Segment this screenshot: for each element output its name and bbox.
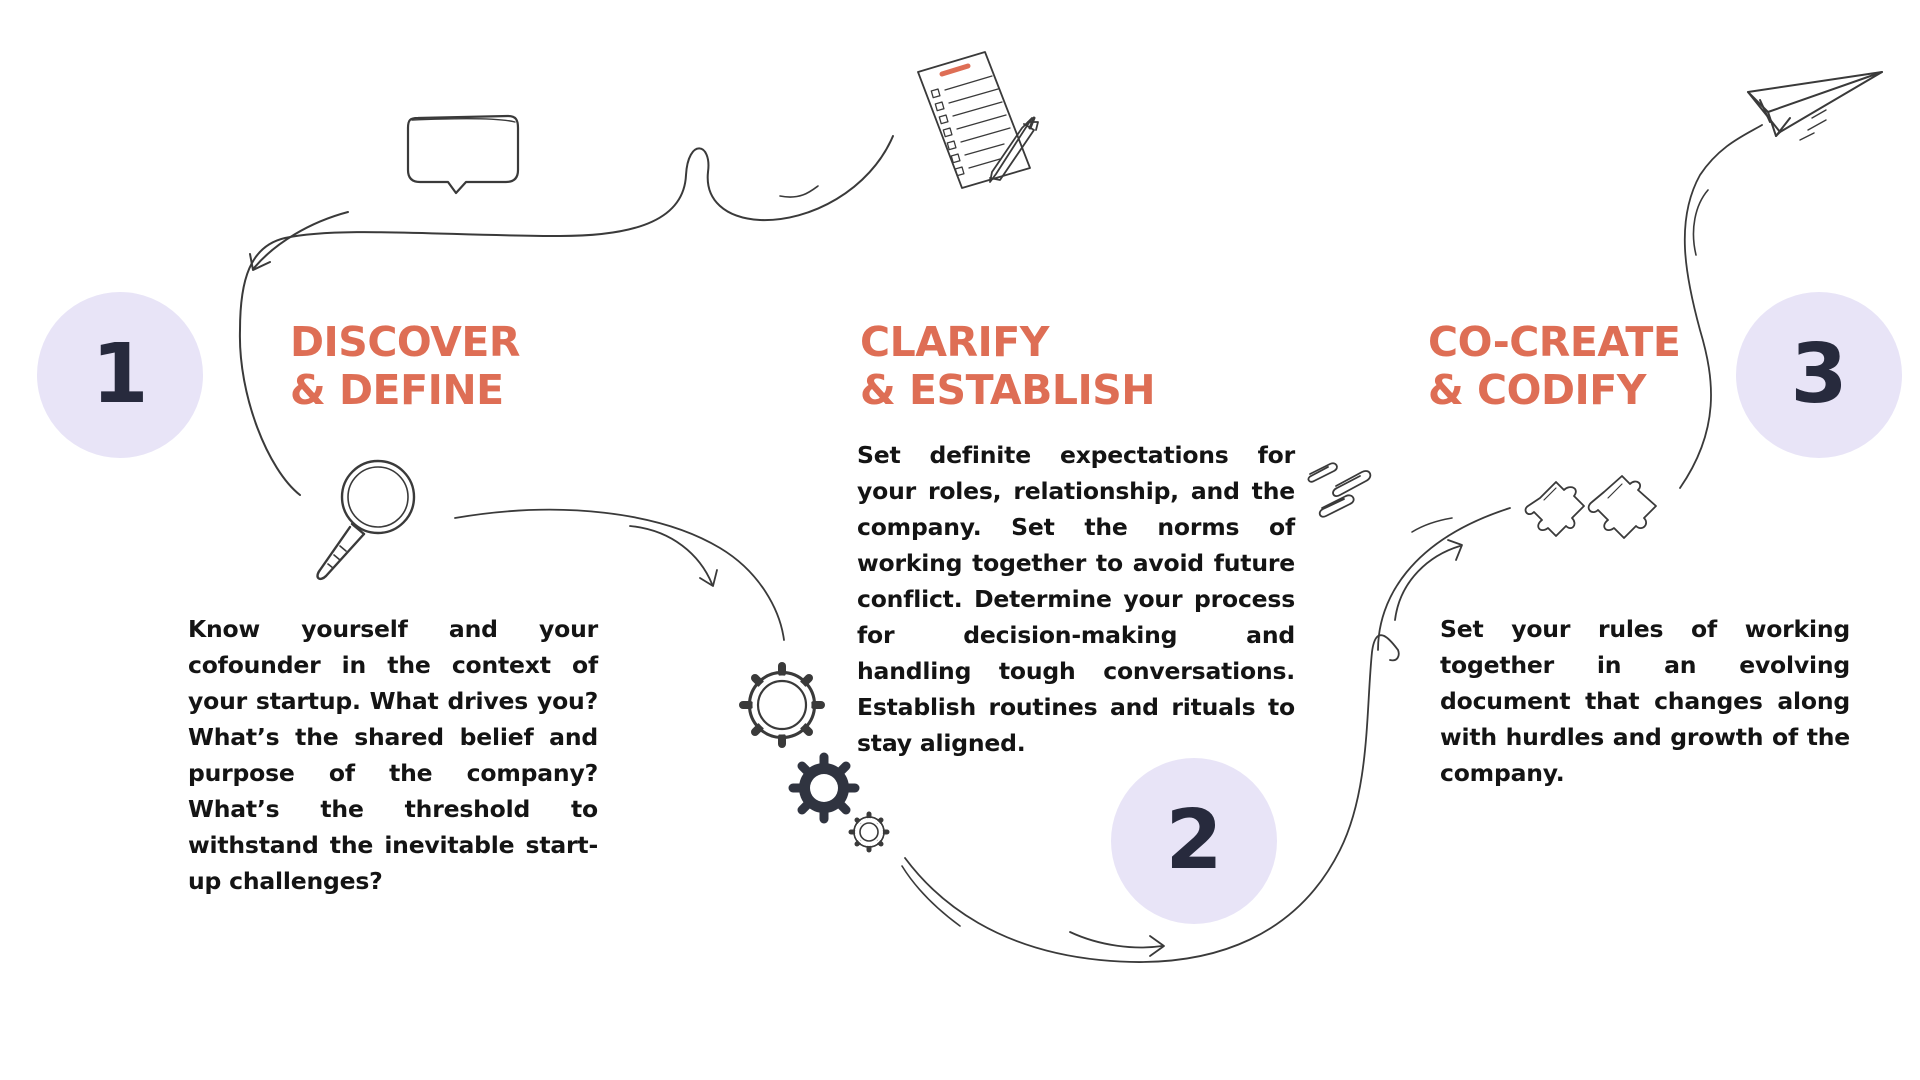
step-3-description: Set your rules of working together in an… [1440, 615, 1850, 787]
step-3-number: 3 [1790, 327, 1848, 422]
path-loop-inner [779, 185, 819, 198]
step-2-title: CLARIFY & ESTABLISH [860, 318, 1156, 414]
arrow-mid-left [629, 525, 713, 585]
path-right [1679, 124, 1763, 489]
arrow-bottom-head [1149, 935, 1165, 957]
arrow-bottom [1069, 931, 1163, 949]
path-top [238, 135, 894, 496]
speech-bubble-icon [406, 114, 520, 195]
puzzle-icon [1524, 475, 1657, 539]
step-3-title: CO-CREATE & CODIFY [1428, 318, 1681, 414]
gears-icon [739, 662, 890, 853]
step-3-title-line1: CO-CREATE [1428, 318, 1681, 366]
step-1-number: 1 [91, 327, 149, 422]
arrow-mid-left-head [699, 569, 718, 587]
step-2-number: 2 [1165, 793, 1223, 888]
step-2-circle: 2 [1111, 758, 1277, 924]
step-1-title-line1: DISCOVER [290, 318, 520, 366]
paperclips-icon [1307, 462, 1372, 518]
arrow-rise [1394, 545, 1461, 621]
step-1-title: DISCOVER & DEFINE [290, 318, 520, 414]
path-rise [1377, 507, 1511, 651]
path-bottom [904, 634, 1400, 963]
step-1-circle: 1 [37, 292, 203, 458]
arrow-top-left [253, 211, 349, 269]
step-3-circle: 3 [1736, 292, 1902, 458]
path-bottom-inner [901, 865, 961, 927]
path-mid-left [454, 508, 785, 641]
path-right-inner [1692, 189, 1709, 256]
step-2-title-line1: CLARIFY [860, 318, 1049, 366]
step-2-description: Set definite expectations for your roles… [857, 441, 1295, 757]
step-2-title-line2: & ESTABLISH [860, 366, 1156, 414]
arrow-top-left-head [249, 253, 271, 271]
arrow-rise-head [1447, 539, 1463, 561]
checklist-icon [917, 51, 1031, 189]
step-1-title-line2: & DEFINE [290, 366, 504, 414]
step-1-description: Know yourself and your cofounder in the … [188, 615, 598, 895]
paper-plane-icon [1747, 71, 1883, 141]
pencil-icon [989, 116, 1039, 183]
magnifier-icon [316, 459, 416, 581]
step-3-title-line2: & CODIFY [1428, 366, 1646, 414]
path-rise-dash [1411, 517, 1453, 533]
